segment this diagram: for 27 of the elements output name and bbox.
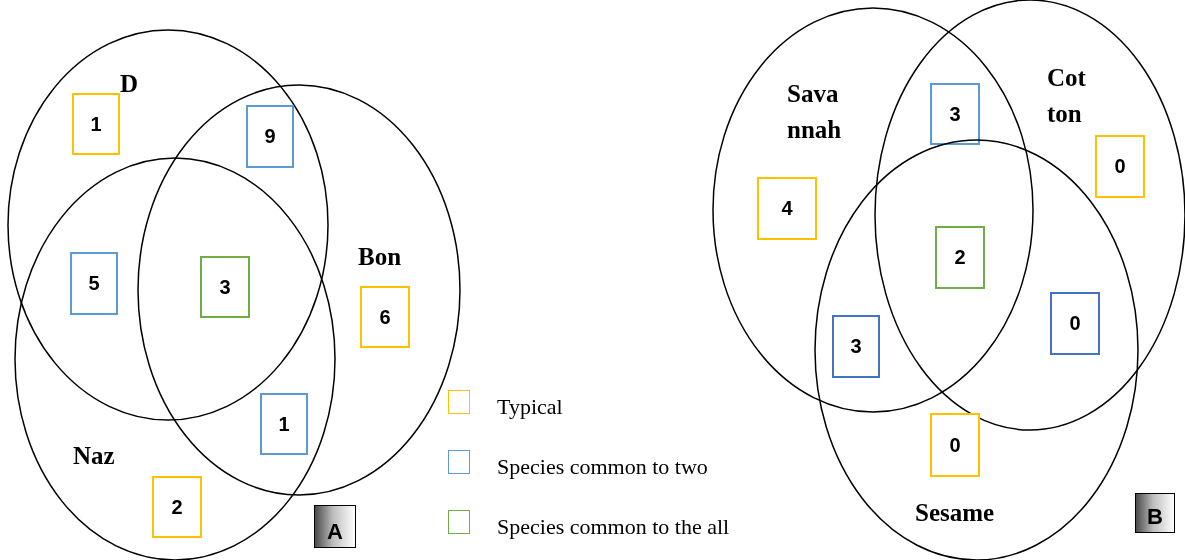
venn-circle — [713, 8, 1033, 412]
count-value: 3 — [930, 83, 980, 145]
count-value: 5 — [70, 252, 118, 315]
set-label: Sesame — [915, 498, 996, 528]
count-value: 2 — [935, 226, 985, 289]
count-value: 2 — [152, 476, 202, 538]
count-value: 6 — [360, 286, 410, 348]
set-label: D — [120, 69, 140, 99]
legend-text: Species common to two — [497, 454, 708, 480]
set-label: Sava nnah — [787, 79, 843, 145]
panel-letter: A — [314, 505, 356, 548]
count-value: 4 — [757, 177, 817, 240]
set-label: Bon — [358, 242, 403, 272]
legend-text: Typical — [497, 394, 563, 420]
count-value: 1 — [72, 93, 120, 155]
count-value: 1 — [260, 393, 308, 455]
count-value: 0 — [1050, 292, 1100, 355]
count-value: 3 — [832, 315, 880, 378]
legend-text: Species common to the all — [497, 514, 730, 540]
count-value: 0 — [930, 413, 980, 477]
panel-letter: B — [1135, 493, 1175, 533]
count-value: 0 — [1095, 135, 1145, 198]
set-label: Cot ton — [1047, 63, 1087, 129]
count-value: 3 — [200, 256, 250, 318]
venn-circle — [138, 85, 460, 495]
set-label: Naz — [73, 441, 116, 471]
count-value: 9 — [246, 105, 294, 168]
